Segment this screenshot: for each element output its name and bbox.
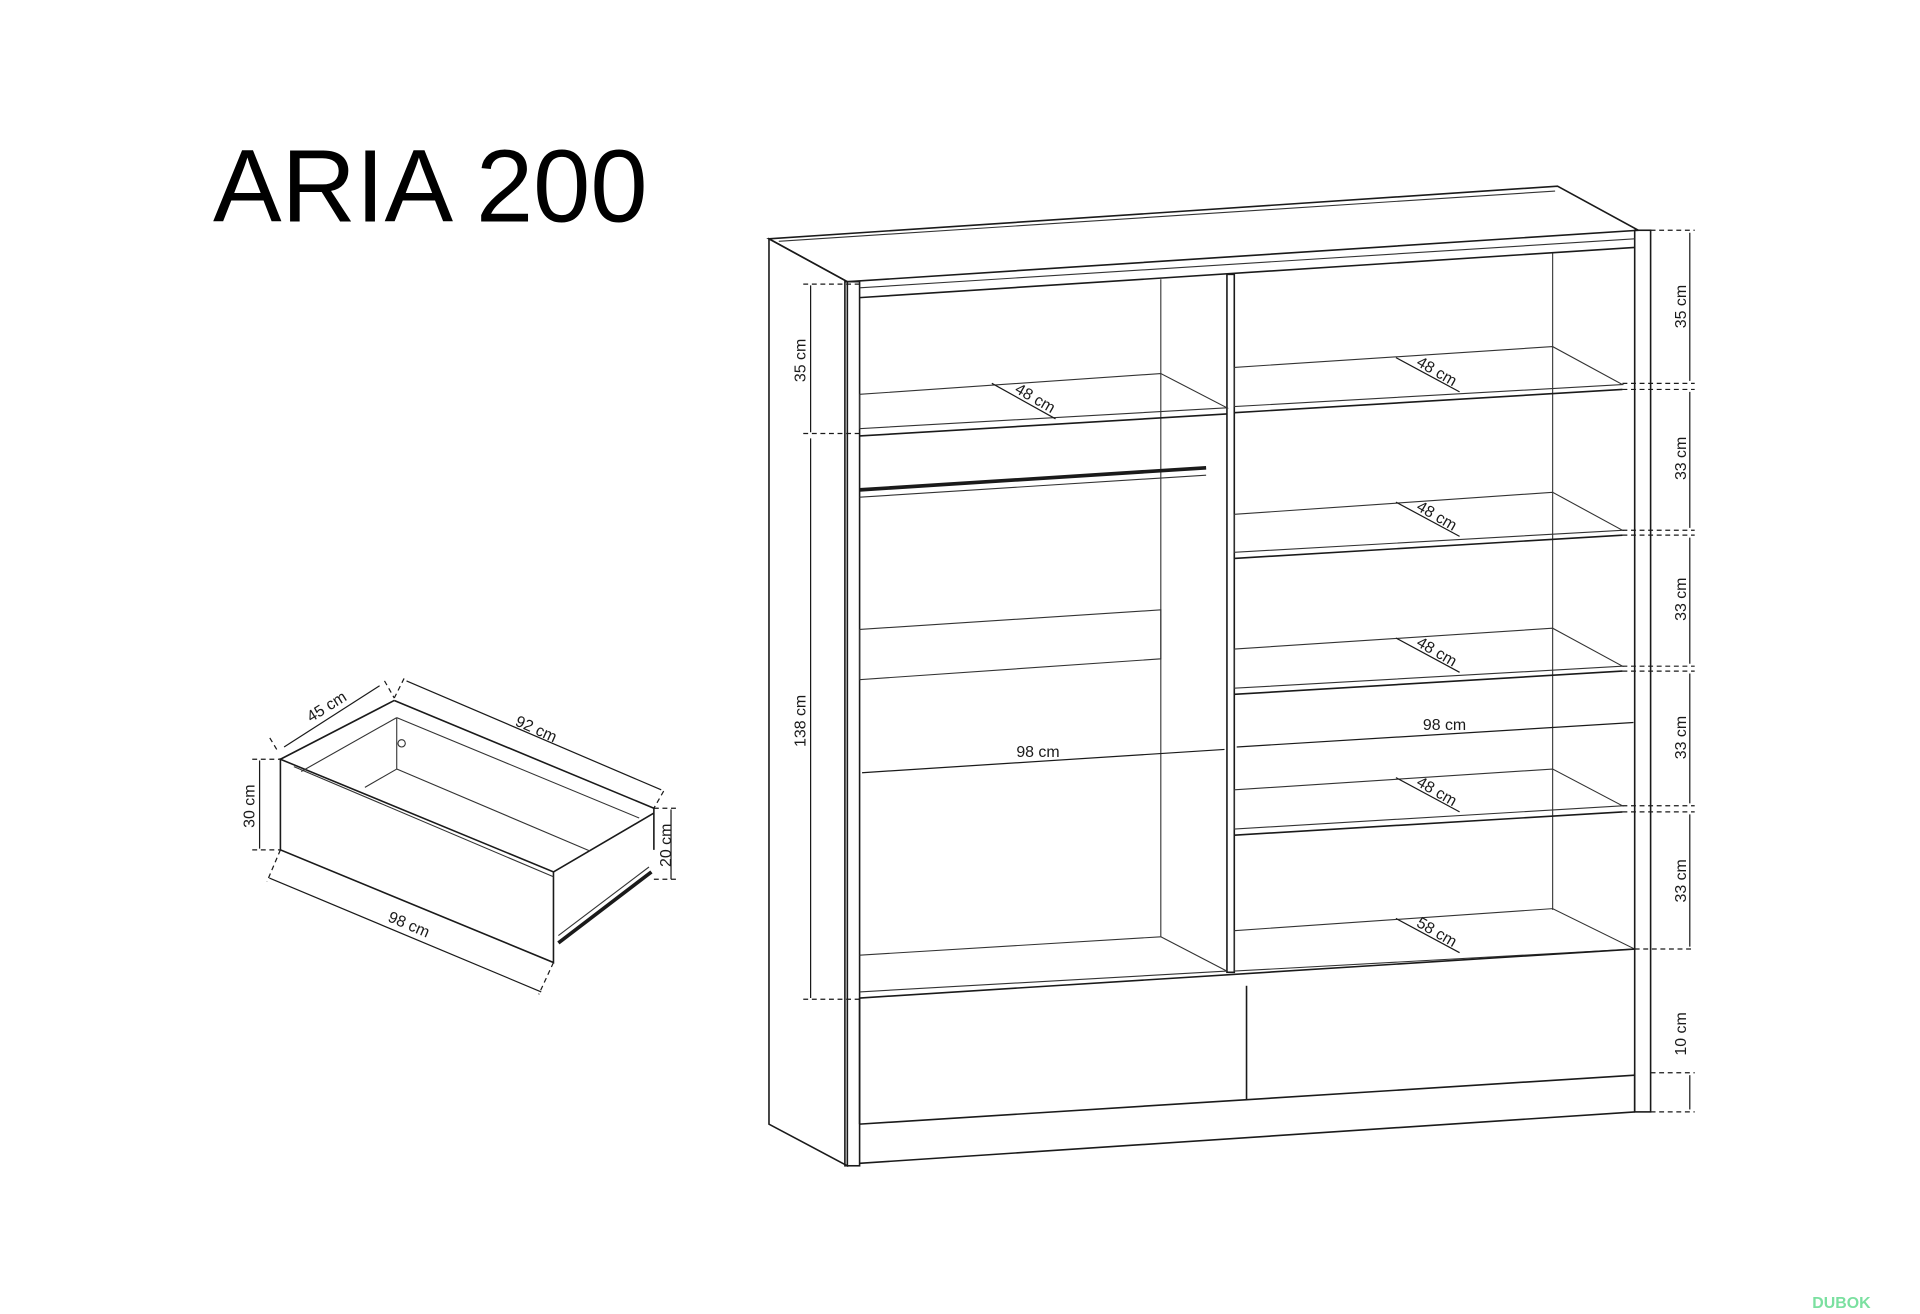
right-shelf-depth-label: 48 cm: [1414, 498, 1460, 534]
right-height-label: 33 cm: [1673, 859, 1690, 902]
right-height-label: 33 cm: [1673, 437, 1690, 480]
right-height-label: 33 cm: [1673, 716, 1690, 759]
watermark-logo: DUBOK: [1812, 1295, 1871, 1312]
left-top-height-label: 35 cm: [793, 339, 810, 382]
wardrobe-drawing: [766, 185, 1652, 1168]
right-shelf-depth-label: 48 cm: [1414, 774, 1460, 810]
left-width-label: 98 cm: [1016, 744, 1059, 761]
left-shelf-depth-label: 48 cm: [1012, 381, 1058, 417]
wardrobe-dimensions: 35 cm 138 cm 48 cm 98 cm 98 cm 48 cm 48 …: [793, 229, 1695, 1113]
left-hanging-height-label: 138 cm: [793, 695, 810, 747]
right-height-label: 10 cm: [1673, 1012, 1690, 1055]
drawer-depth-label: 45 cm: [304, 689, 350, 726]
product-title: ARIA 200: [213, 129, 648, 244]
right-shelf-depth-label: 48 cm: [1414, 634, 1460, 670]
right-height-label: 33 cm: [1673, 578, 1690, 621]
drawer-front-height-label: 30 cm: [242, 784, 259, 827]
drawer-drawing: [279, 699, 655, 964]
right-shelf-depth-label: 48 cm: [1414, 354, 1460, 390]
right-width-label: 98 cm: [1423, 717, 1466, 734]
right-shelf-depth-label: 58 cm: [1414, 915, 1460, 951]
right-height-label: 35 cm: [1673, 285, 1690, 328]
drawer-side-height-label: 20 cm: [658, 824, 675, 867]
drawer-inner-width-label: 92 cm: [513, 713, 559, 746]
